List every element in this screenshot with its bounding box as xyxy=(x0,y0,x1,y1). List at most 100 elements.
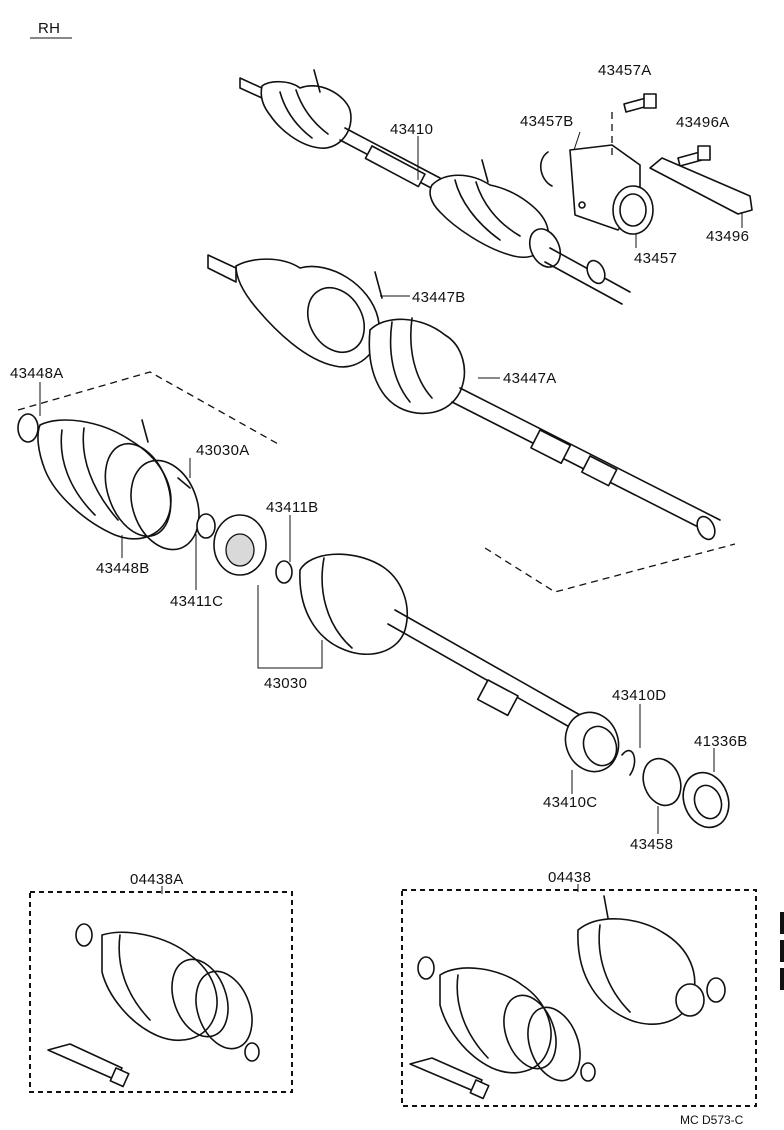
bracket-bolt-hole xyxy=(578,201,586,209)
outer-boot-clamp-top xyxy=(313,69,321,93)
bolt-43457A xyxy=(611,93,657,160)
boot-kit-04438-frame xyxy=(401,889,757,1107)
outer-spline-stub xyxy=(239,77,263,99)
inner-joint-ring-top xyxy=(586,259,606,285)
kit-a-boot-rib xyxy=(118,934,151,1021)
kit-a-clamp-1 xyxy=(171,958,229,1038)
boot-clamp-small xyxy=(17,413,39,443)
stay-43496 xyxy=(649,157,753,215)
drive-shaft-assembly-top xyxy=(239,69,631,305)
explode-frame-upper xyxy=(17,371,281,446)
label-43411C: 43411C xyxy=(170,593,223,610)
mid-spline-end xyxy=(696,515,716,541)
snap-ring-43410D xyxy=(621,749,636,776)
kit-b-small-boot-rib xyxy=(456,974,489,1059)
label-43458: 43458 xyxy=(630,836,673,853)
label-43496A: 43496A xyxy=(676,114,730,131)
kit-b-clamp-tab xyxy=(603,895,609,919)
kit-b-snap-ring xyxy=(580,1062,596,1082)
part-labels: 43410 43457A 43457B 43496A 43457 43496 4… xyxy=(10,62,749,888)
kit-a-grease-cap xyxy=(109,1067,130,1088)
inner-shaft-damper xyxy=(476,679,519,717)
bearing-43410C xyxy=(564,711,620,773)
label-43410: 43410 xyxy=(390,121,433,138)
kit-b-large-boot-rib xyxy=(598,924,631,1013)
inner-boot-rib-1 xyxy=(454,179,501,241)
label-43410D: 43410D xyxy=(612,687,666,704)
bearing-43410C-inner xyxy=(582,725,618,767)
kit-b-small-boot xyxy=(439,967,552,1074)
bolt-43496A xyxy=(677,145,711,167)
snap-ring-43411B xyxy=(275,560,293,584)
figure-code: MC D573-C xyxy=(680,1113,744,1127)
tripod-joint-spline xyxy=(225,533,255,567)
mid-inner-boot-rib-2 xyxy=(410,317,433,399)
snap-ring-43411C xyxy=(196,513,216,539)
edge-mark-1 xyxy=(780,912,784,934)
mid-damper xyxy=(530,429,572,465)
shaft-top-upper xyxy=(344,127,441,179)
boot-rib-b xyxy=(82,427,119,521)
label-43030: 43030 xyxy=(264,675,307,692)
kit-a-clamp-2 xyxy=(195,970,253,1050)
label-43410C: 43410C xyxy=(543,794,597,811)
kit-b-clamp-2 xyxy=(527,1006,581,1082)
seal-41336B xyxy=(682,771,730,829)
leader-43457B xyxy=(573,131,581,151)
mid-boot-clamp xyxy=(374,271,383,299)
inner-boot-clamp-top xyxy=(481,159,489,183)
label-43457: 43457 xyxy=(634,250,677,267)
inner-housing-rib xyxy=(321,557,353,649)
mid-shaft-lines xyxy=(451,387,721,535)
bolt-43496A-head xyxy=(697,145,711,161)
mid-inner-boot-rib-1 xyxy=(389,321,411,403)
explode-frame-lower xyxy=(484,543,736,593)
boot-kit-04438 xyxy=(401,889,757,1107)
boot-kit-04438A xyxy=(29,891,293,1093)
label-43030A: 43030A xyxy=(196,442,250,459)
boot-clamp-tab-2 xyxy=(177,477,191,489)
edge-mark-3 xyxy=(780,968,784,990)
label-43448A: 43448A xyxy=(10,365,64,382)
seal-41336B-inner xyxy=(693,784,723,820)
outer-boot-rib-1 xyxy=(279,91,313,139)
boot-clamp-tab xyxy=(141,419,149,443)
label-bracket-43030 xyxy=(257,585,323,669)
side-label-group: RH xyxy=(30,20,72,39)
boot-large-clamp-2 xyxy=(130,459,200,551)
mid-outer-boot-ring xyxy=(306,287,366,353)
damper-weight-top xyxy=(364,145,426,188)
boot-rib-a xyxy=(60,429,96,516)
label-41336B: 41336B xyxy=(694,733,748,750)
label-43447B: 43447B xyxy=(412,289,466,306)
outer-boot-rib-2 xyxy=(295,89,329,135)
edge-mark-2 xyxy=(780,940,784,962)
label-04438A: 04438A xyxy=(130,871,184,888)
label-43496: 43496 xyxy=(706,228,749,245)
kit-b-large-boot-neck xyxy=(675,983,705,1017)
kit-b-boot-clamp-right xyxy=(706,977,726,1003)
kit-b-small-clamp xyxy=(417,956,435,980)
bearing-bracket xyxy=(540,144,654,235)
kit-a-snap-ring xyxy=(244,1042,260,1062)
kit-b-clamp-1 xyxy=(503,994,557,1070)
right-edge-marks xyxy=(780,912,784,990)
kit-a-grease-tube xyxy=(47,1043,123,1081)
inner-joint-housing-boot xyxy=(299,553,409,655)
inner-boot-rib-2 xyxy=(475,181,521,237)
label-43447A: 43447A xyxy=(503,370,557,387)
outer-joint-boot-exploded xyxy=(37,419,172,540)
kit-a-small-clamp xyxy=(75,923,93,947)
boot-kit-04438A-frame xyxy=(29,891,293,1093)
mid-outer-spline xyxy=(207,254,237,283)
kit-b-grease-tube xyxy=(409,1057,483,1093)
label-43457A: 43457A xyxy=(598,62,652,79)
label-43457B: 43457B xyxy=(520,113,574,130)
ring-43458 xyxy=(642,757,682,807)
bearing-bracket-ring xyxy=(612,185,654,235)
outer-boot-top xyxy=(260,80,352,149)
exploded-outer-boot-set xyxy=(17,413,200,551)
label-04438: 04438 xyxy=(548,869,591,886)
mid-damper-2 xyxy=(581,455,618,487)
